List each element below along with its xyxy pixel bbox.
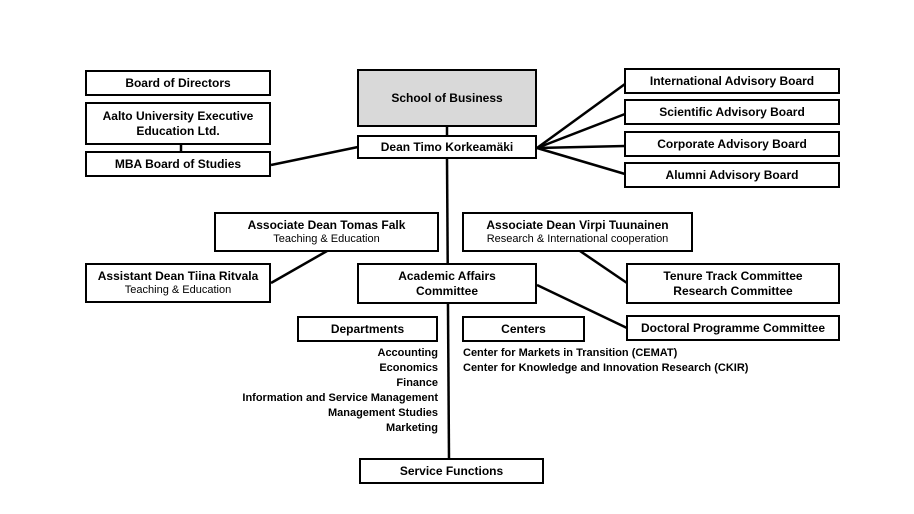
dean-box: Dean Timo Korkeamäki: [357, 135, 537, 159]
departments-box: Departments: [297, 316, 438, 342]
academic-affairs-line-1: Academic Affairs: [398, 268, 496, 283]
corporate-advisory-board-box: Corporate Advisory Board: [624, 131, 840, 157]
tenure-track-committee-box: Tenure Track Committee Research Committe…: [626, 263, 840, 304]
alumni-advisory-label: Alumni Advisory Board: [665, 167, 799, 182]
center-item: Center for Markets in Transition (CEMAT): [463, 347, 678, 359]
aalto-ee-line-2: Education Ltd.: [136, 123, 220, 138]
departments-label: Departments: [330, 321, 405, 336]
scientific-advisory-board-box: Scientific Advisory Board: [624, 99, 840, 125]
ritvala-title: Assistant Dean Tiina Ritvala: [97, 269, 259, 283]
associate-dean-tuunainen-box: Associate Dean Virpi Tuunainen Research …: [462, 212, 693, 252]
tenure-track-line-2: Research Committee: [673, 283, 793, 298]
doctoral-programme-label: Doctoral Programme Committee: [640, 320, 826, 335]
academic-affairs-line-2: Committee: [415, 283, 478, 298]
board-of-directors-box: Board of Directors: [85, 70, 271, 96]
tuunainen-subtitle: Research & International cooperation: [486, 233, 669, 245]
assistant-dean-ritvala-box: Assistant Dean Tiina Ritvala Teaching & …: [85, 263, 271, 303]
ritvala-subtitle: Teaching & Education: [124, 284, 232, 296]
associate-dean-falk-box: Associate Dean Tomas Falk Teaching & Edu…: [214, 212, 439, 252]
service-functions-label: Service Functions: [399, 463, 504, 478]
international-advisory-label: International Advisory Board: [649, 73, 815, 88]
department-item: Accounting: [377, 347, 439, 359]
department-item: Finance: [396, 377, 438, 389]
school-label: School of Business: [391, 90, 503, 105]
falk-subtitle: Teaching & Education: [273, 233, 380, 245]
international-advisory-board-box: International Advisory Board: [624, 68, 840, 94]
scientific-advisory-label: Scientific Advisory Board: [659, 104, 805, 119]
school-of-business-box: School of Business: [357, 69, 537, 127]
falk-title: Associate Dean Tomas Falk: [247, 218, 406, 232]
dean-label: Dean Timo Korkeamäki: [380, 139, 514, 154]
aalto-ee-line-1: Aalto University Executive: [102, 108, 254, 123]
mba-board-box: MBA Board of Studies: [85, 151, 271, 177]
department-item: Marketing: [386, 422, 438, 434]
centers-box: Centers: [462, 316, 585, 342]
department-item: Economics: [379, 362, 438, 374]
corporate-advisory-label: Corporate Advisory Board: [657, 136, 807, 151]
doctoral-programme-committee-box: Doctoral Programme Committee: [626, 315, 840, 341]
board-of-directors-label: Board of Directors: [125, 75, 231, 90]
mba-board-label: MBA Board of Studies: [114, 156, 242, 171]
service-functions-box: Service Functions: [359, 458, 544, 484]
alumni-advisory-board-box: Alumni Advisory Board: [624, 162, 840, 188]
centers-list: Center for Markets in Transition (CEMAT)…: [463, 346, 748, 376]
centers-label: Centers: [501, 321, 546, 336]
academic-affairs-committee-box: Academic Affairs Committee: [357, 263, 537, 304]
tuunainen-title: Associate Dean Virpi Tuunainen: [486, 218, 669, 232]
center-item: Center for Knowledge and Innovation Rese…: [463, 362, 749, 374]
department-item: Information and Service Management: [242, 392, 438, 404]
department-item: Management Studies: [327, 407, 438, 419]
aalto-executive-education-box: Aalto University Executive Education Ltd…: [85, 102, 271, 145]
departments-list: Accounting Economics Finance Information…: [242, 346, 438, 436]
tenure-track-line-1: Tenure Track Committee: [663, 268, 803, 283]
